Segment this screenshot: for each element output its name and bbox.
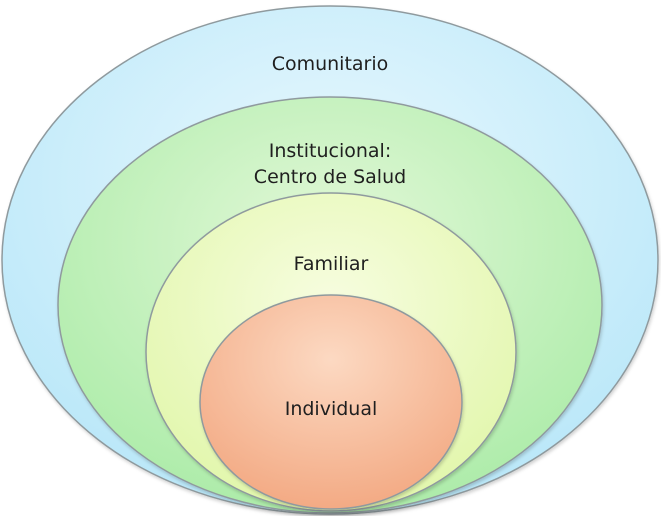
layer-institucional-label-line2: Centro de Salud: [254, 166, 406, 188]
layer-familiar-label: Familiar: [294, 253, 369, 275]
layer-individual-ellipse: [199, 294, 463, 510]
layer-individual-label: Individual: [285, 398, 378, 420]
layer-institucional-label-line1: Institucional:: [269, 140, 391, 162]
layer-comunitario-label: Comunitario: [272, 53, 389, 75]
